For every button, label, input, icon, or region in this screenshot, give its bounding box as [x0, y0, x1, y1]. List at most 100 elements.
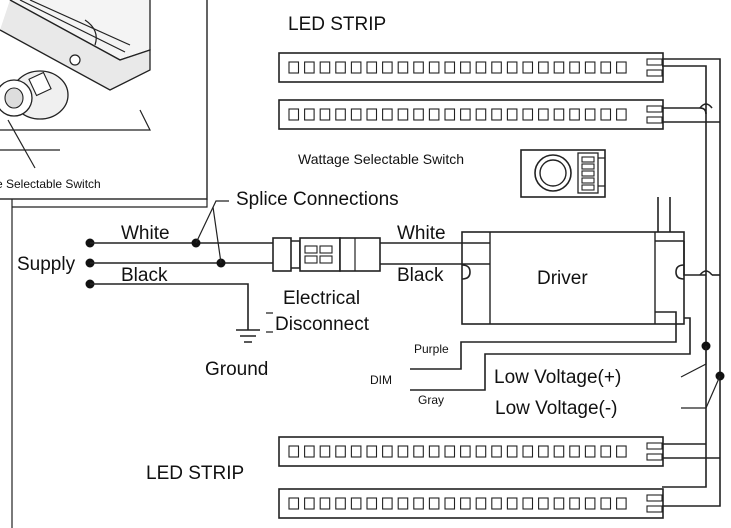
- ground-label: Ground: [205, 359, 268, 380]
- led-chip: [350, 445, 362, 458]
- led-chip: [288, 108, 300, 121]
- led-chip: [444, 108, 456, 121]
- led-chip: [288, 61, 300, 74]
- led-chip: [506, 61, 518, 74]
- led-chip: [569, 61, 580, 74]
- led-chip: [616, 497, 627, 510]
- electrical-disconnect-label-2: Disconnect: [275, 314, 370, 335]
- driver: Driver: [461, 231, 685, 325]
- led-strip-label-bottom: LED STRIP: [146, 463, 244, 484]
- led-chip: [569, 497, 580, 510]
- led-chip: [616, 61, 627, 74]
- led-chip: [600, 497, 612, 510]
- led-chip: [288, 445, 300, 458]
- strip-terminal: [646, 442, 663, 450]
- inset-photo-panel: e Selectable Switch: [0, 0, 208, 200]
- supply-label: Supply: [17, 254, 76, 275]
- led-chip: [304, 61, 315, 74]
- led-chip: [460, 445, 471, 458]
- led-chip: [538, 497, 549, 510]
- led-chip: [553, 61, 565, 74]
- led-chip: [584, 497, 596, 510]
- purple-label: Purple: [414, 342, 449, 356]
- led-chip: [553, 108, 565, 121]
- led-chip: [506, 108, 518, 121]
- led-chip: [319, 497, 331, 510]
- led-chip: [491, 497, 502, 510]
- led-chip: [366, 61, 378, 74]
- splice-connections-label: Splice Connections: [236, 189, 399, 210]
- led-chip: [444, 497, 456, 510]
- black-wire-label-right: Black: [397, 265, 444, 286]
- led-chip: [584, 445, 596, 458]
- led-chip: [413, 108, 424, 121]
- led-chip: [350, 497, 362, 510]
- led-chip: [350, 108, 362, 121]
- led-chip: [460, 108, 471, 121]
- led-chip: [522, 108, 534, 121]
- led-chip: [491, 61, 502, 74]
- gray-label: Gray: [418, 393, 444, 407]
- led-chip: [569, 108, 580, 121]
- strip-terminal: [646, 69, 663, 77]
- led-chip: [428, 108, 440, 121]
- led-chip: [428, 61, 440, 74]
- led-chip: [382, 497, 393, 510]
- dim-label: DIM: [370, 373, 392, 387]
- strip-terminal: [646, 116, 663, 124]
- led-chip: [335, 61, 346, 74]
- wattage-switch-label: Wattage Selectable Switch: [298, 151, 464, 167]
- led-chip: [335, 108, 346, 121]
- led-chip: [553, 445, 565, 458]
- led-chip: [506, 497, 518, 510]
- led-chip: [553, 497, 565, 510]
- white-wire-label-right: White: [397, 223, 446, 244]
- led-chip: [304, 497, 315, 510]
- strip-terminal: [646, 58, 663, 66]
- strip-terminal: [646, 494, 663, 502]
- led-chip: [460, 497, 471, 510]
- strip-terminal: [646, 105, 663, 113]
- led-strip: [278, 436, 664, 467]
- led-chip: [475, 61, 487, 74]
- electrical-disconnect-label-1: Electrical: [283, 288, 360, 309]
- led-chip: [600, 108, 612, 121]
- led-chip: [319, 61, 331, 74]
- led-chip: [413, 61, 424, 74]
- black-wire-label-left: Black: [121, 265, 168, 286]
- led-chip: [397, 445, 409, 458]
- led-chip: [569, 445, 580, 458]
- electrical-disconnect: Electrical Disconnect White Black: [266, 223, 490, 335]
- led-chip: [616, 108, 627, 121]
- led-chip: [304, 108, 315, 121]
- led-chip: [491, 445, 502, 458]
- led-chip: [366, 497, 378, 510]
- bus-wiring: [662, 58, 721, 507]
- led-chip: [522, 445, 534, 458]
- led-chip: [397, 497, 409, 510]
- led-strips: [278, 52, 664, 519]
- led-chip: [616, 445, 627, 458]
- led-strip: [278, 488, 664, 519]
- led-chip: [413, 445, 424, 458]
- led-chip: [444, 61, 456, 74]
- led-strip-label-top: LED STRIP: [288, 14, 386, 35]
- led-chip: [491, 108, 502, 121]
- led-chip: [584, 61, 596, 74]
- led-chip: [522, 61, 534, 74]
- wattage-selectable-switch: Wattage Selectable Switch: [298, 149, 606, 198]
- led-chip: [538, 445, 549, 458]
- led-chip: [382, 108, 393, 121]
- led-chip: [304, 445, 315, 458]
- led-chip: [506, 445, 518, 458]
- led-chip: [335, 497, 346, 510]
- led-chip: [335, 445, 346, 458]
- led-chip: [538, 108, 549, 121]
- led-chip: [522, 497, 534, 510]
- panel-boundary-line-top: [12, 199, 208, 208]
- led-chip: [444, 445, 456, 458]
- strip-terminal: [646, 453, 663, 461]
- led-chip: [397, 108, 409, 121]
- low-voltage-positive-label: Low Voltage(+): [494, 367, 621, 388]
- led-chip: [366, 445, 378, 458]
